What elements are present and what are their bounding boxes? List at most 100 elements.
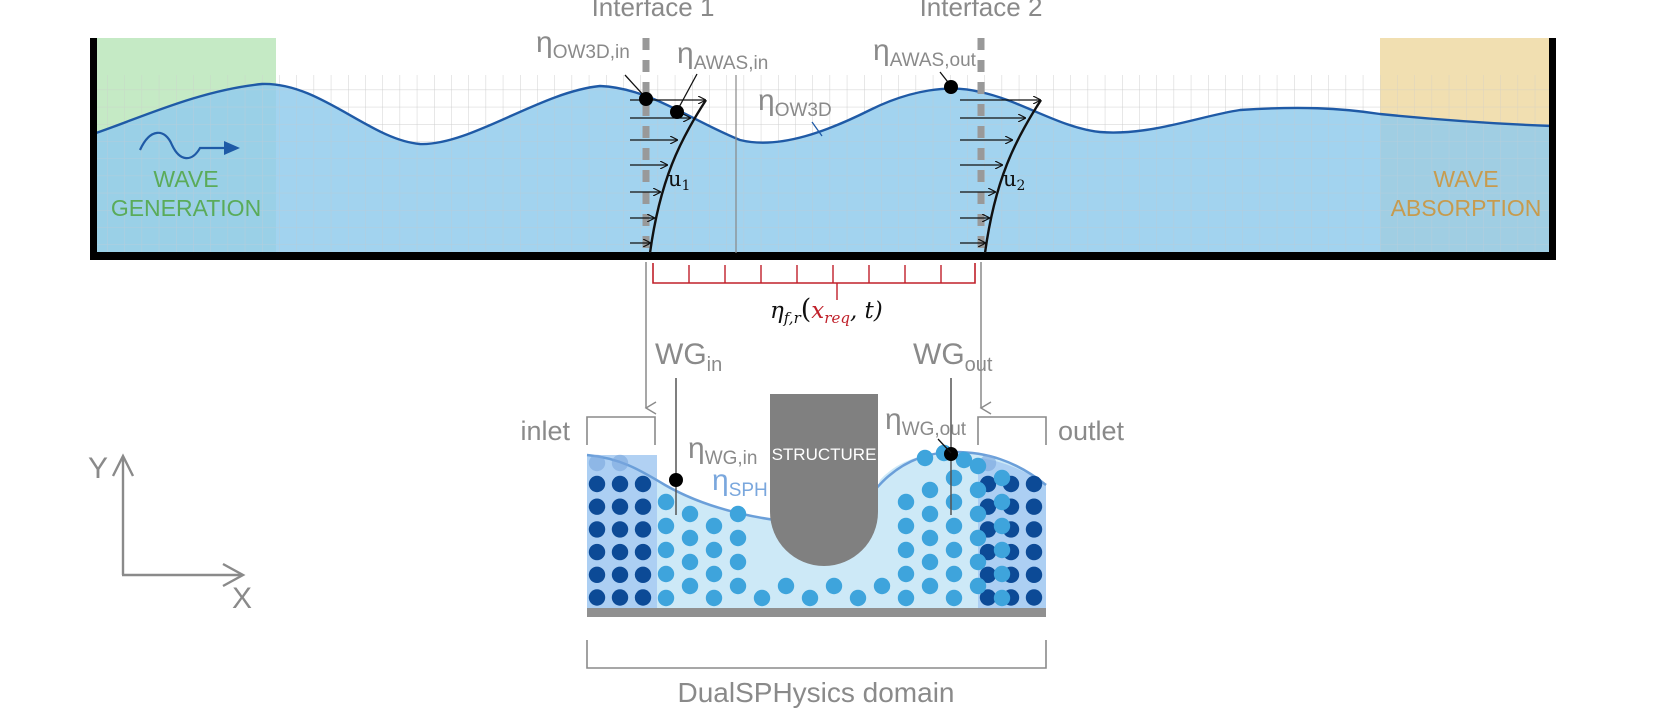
sph-particle xyxy=(588,475,606,493)
inlet-label: inlet xyxy=(520,416,570,446)
sph-particle xyxy=(969,529,987,547)
sph-particle xyxy=(969,457,987,475)
sph-particle xyxy=(945,517,963,535)
sph-particle xyxy=(801,589,819,607)
sph-particle xyxy=(1025,566,1043,583)
sph-particle xyxy=(634,498,652,515)
wg-out-label: WGout xyxy=(913,338,993,376)
sph-particle xyxy=(611,521,629,538)
sph-particle xyxy=(1025,498,1043,515)
sph-particle xyxy=(921,529,939,547)
sph-particle xyxy=(1025,521,1043,538)
sph-particle xyxy=(681,529,699,547)
sph-particle xyxy=(993,493,1011,511)
wave-generation-label-line1: WAVE xyxy=(153,166,218,192)
sph-particle xyxy=(979,589,997,606)
sph-particle xyxy=(777,577,795,595)
sph-particle xyxy=(979,566,997,583)
sph-particle xyxy=(945,541,963,559)
wave-absorption-label-line1: WAVE xyxy=(1433,166,1498,192)
sph-particle xyxy=(657,493,675,511)
sph-particle xyxy=(945,493,963,511)
sph-particle xyxy=(1025,543,1043,561)
sph-particle xyxy=(945,565,963,583)
outlet-label: outlet xyxy=(1058,416,1125,446)
sph-particle xyxy=(969,577,987,595)
sph-particle xyxy=(588,589,606,606)
sph-particle xyxy=(588,454,606,472)
wave-absorption-label-line2: ABSORPTION xyxy=(1391,195,1542,221)
eta-awas-in-point xyxy=(670,105,684,119)
sph-particle xyxy=(634,543,652,561)
sph-particle xyxy=(611,454,629,472)
axis-x-label: X xyxy=(232,582,252,615)
sph-particle xyxy=(729,577,747,595)
free-surface-line xyxy=(95,82,1552,146)
sph-particle xyxy=(611,589,629,606)
sph-particle xyxy=(825,577,843,595)
sph-particle xyxy=(588,498,606,515)
wave-generation-label-line2: GENERATION xyxy=(111,195,261,221)
sph-particle xyxy=(588,566,606,583)
sph-particle xyxy=(897,541,915,559)
coordinate-axes xyxy=(111,453,246,588)
sph-particle xyxy=(955,451,973,469)
sph-particle xyxy=(611,498,629,515)
sph-particle xyxy=(611,475,629,493)
tank-bottom-wall xyxy=(90,252,1556,260)
sph-particle xyxy=(1025,475,1043,493)
eta-awas-in-label: ηAWAS,in xyxy=(677,37,768,74)
sph-particle xyxy=(681,505,699,523)
interface-1-label: Interface 1 xyxy=(592,0,715,22)
eta-fr-label: ηf,r(xreq, t) xyxy=(770,294,883,327)
sph-particle xyxy=(681,553,699,571)
sph-domain: STRUCTURE xyxy=(586,394,1047,617)
eta-wg-out-point xyxy=(944,447,958,461)
eta-ow3d-in-label: ηOW3D,in xyxy=(536,26,630,63)
sph-particle xyxy=(705,517,723,535)
sph-floor xyxy=(587,608,1046,617)
sph-particle xyxy=(729,505,747,523)
relaxation-zone-marker xyxy=(652,263,976,300)
eta-wg-out-label: ηWG,out xyxy=(885,403,967,440)
sph-particle xyxy=(849,589,867,607)
u2-label: u2 xyxy=(1003,167,1025,194)
sph-particle xyxy=(897,517,915,535)
structure-body xyxy=(770,394,878,566)
sph-particle xyxy=(657,541,675,559)
sph-particle xyxy=(945,589,963,607)
inlet-bracket xyxy=(586,416,656,445)
sph-particle xyxy=(611,543,629,561)
sph-particle xyxy=(1025,589,1043,606)
sph-particle xyxy=(705,565,723,583)
sph-particle xyxy=(921,505,939,523)
sph-particle xyxy=(897,565,915,583)
sph-particle xyxy=(969,481,987,499)
sph-particle xyxy=(588,521,606,538)
velocity-profile-2 xyxy=(960,100,1043,254)
u1-label: u1 xyxy=(668,167,690,194)
structure-label: STRUCTURE xyxy=(772,445,877,464)
sph-particle xyxy=(993,469,1011,487)
tank-right-wall xyxy=(1549,38,1556,260)
eta-wg-in-label: ηWG,in xyxy=(688,432,757,469)
sph-particle xyxy=(897,493,915,511)
eta-sph-label: ηSPH xyxy=(712,464,768,501)
sph-particle xyxy=(969,505,987,523)
sph-particle xyxy=(921,481,939,499)
sph-particle xyxy=(979,543,997,561)
wave-generation-icon xyxy=(138,131,240,160)
sph-particle xyxy=(611,566,629,583)
sph-particle xyxy=(945,469,963,487)
sph-particles xyxy=(588,444,1043,607)
eta-awas-out-label: ηAWAS,out xyxy=(873,34,977,71)
domain-bracket xyxy=(586,640,1047,669)
sph-particle xyxy=(634,566,652,583)
sph-particle xyxy=(993,517,1011,535)
eta-awas-out-point xyxy=(944,80,958,94)
axis-y-label: Y xyxy=(88,452,108,485)
tank-left-wall xyxy=(90,38,97,260)
sph-particle xyxy=(993,565,1011,583)
sph-particle xyxy=(657,589,675,607)
